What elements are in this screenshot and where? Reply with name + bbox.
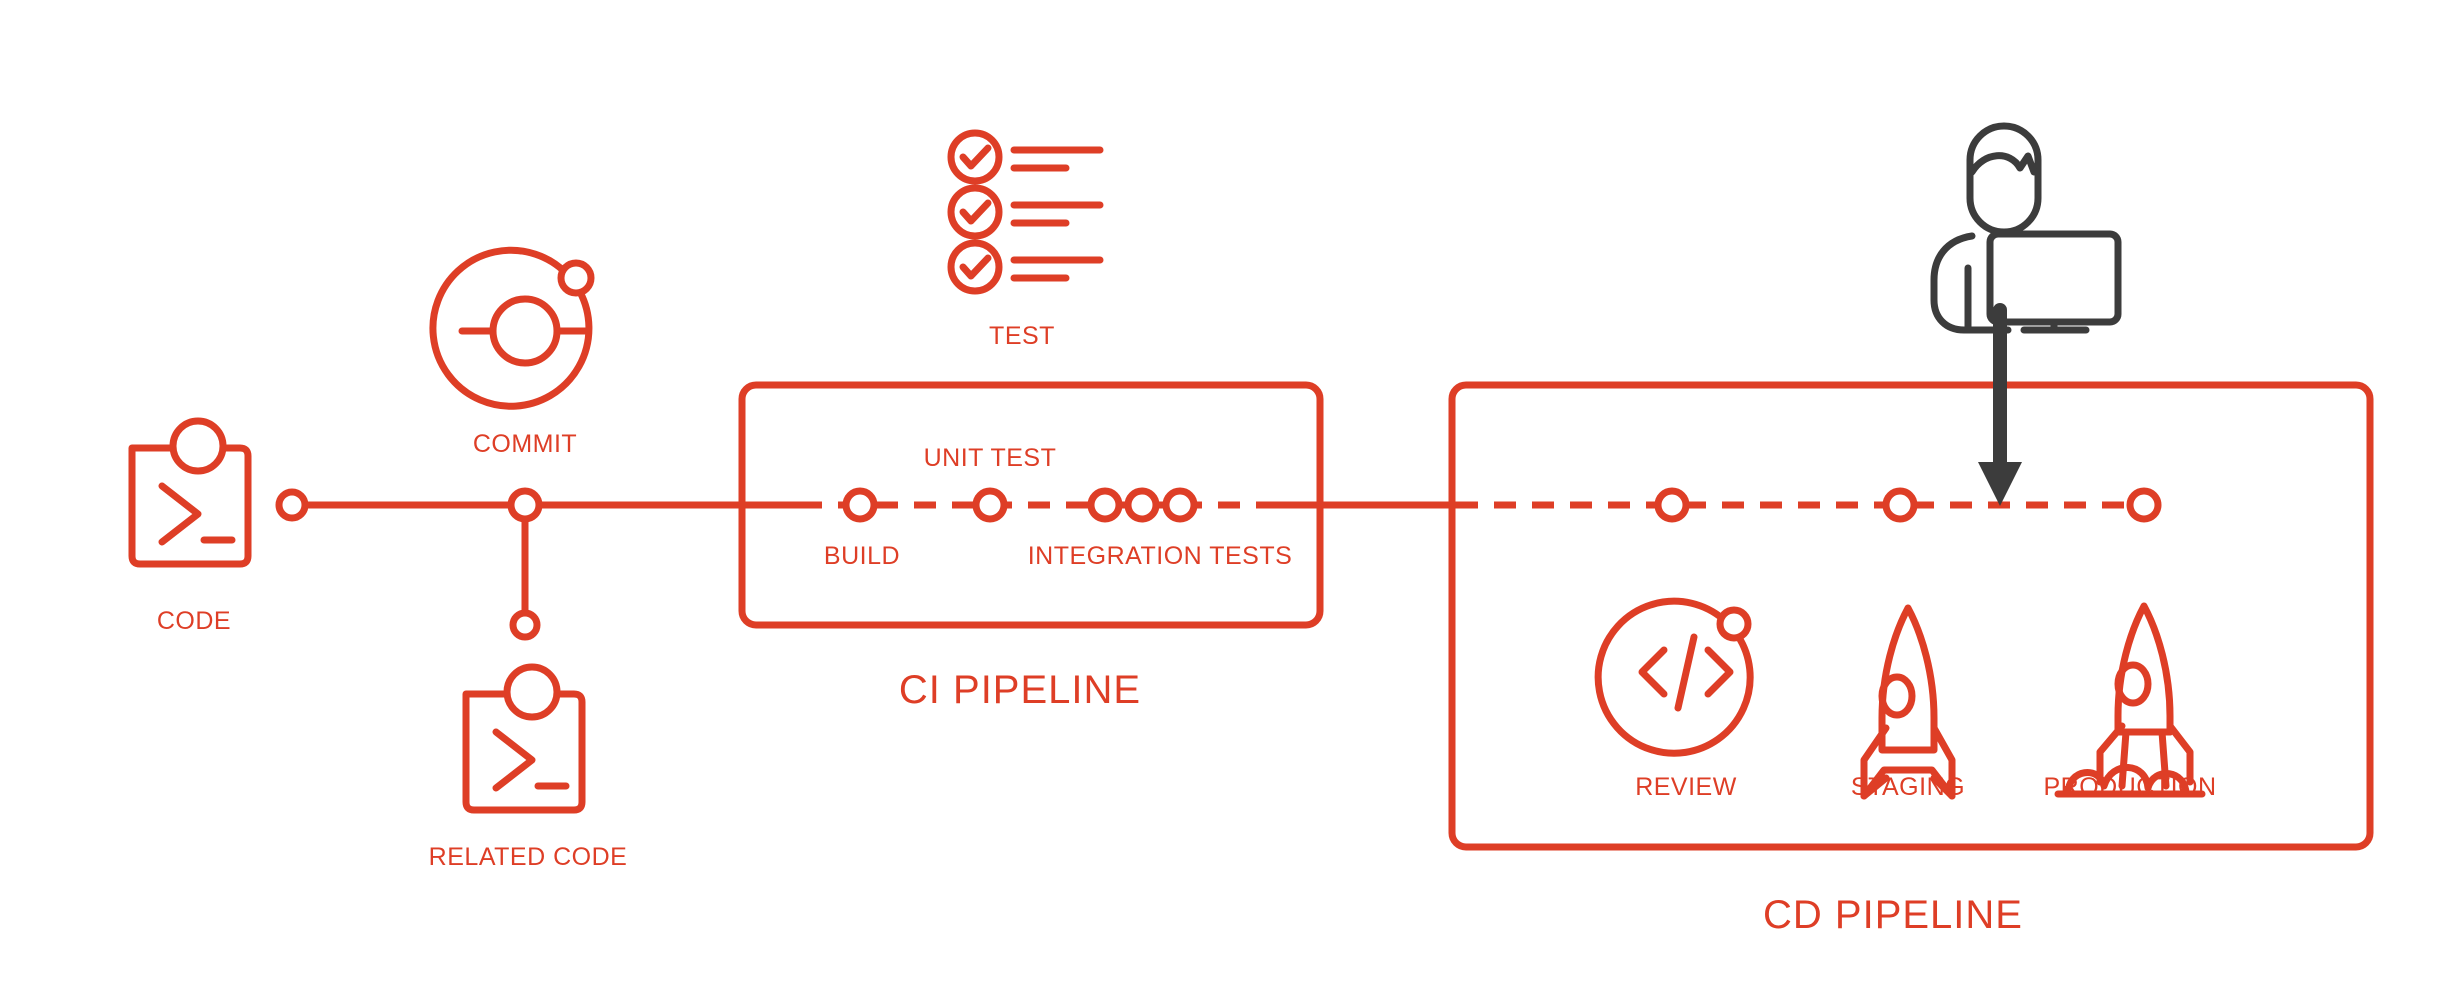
commit-branch-line <box>509 505 541 641</box>
checklist-icon <box>947 129 1104 295</box>
down-arrow-icon <box>1978 303 2022 506</box>
code-review-icon <box>1594 597 1754 757</box>
timeline-node[interactable] <box>275 488 309 522</box>
ci-pipeline-title: CI PIPELINE <box>898 668 1142 712</box>
timeline-node-integration-3[interactable] <box>1162 487 1198 523</box>
terminal-icon <box>132 421 248 564</box>
timeline-node-integration-2[interactable] <box>1124 487 1160 523</box>
production-label: PRODUCTION <box>2043 773 2217 801</box>
timeline-node-production[interactable] <box>2126 487 2162 523</box>
integration-tests-label: INTEGRATION TESTS <box>1027 542 1293 570</box>
cd-pipeline-title: CD PIPELINE <box>1763 893 2023 937</box>
timeline-node-integration-1[interactable] <box>1087 487 1123 523</box>
build-label: BUILD <box>823 542 901 570</box>
commit-orbit-icon <box>429 246 595 410</box>
commit-label: COMMIT <box>472 430 578 458</box>
review-label: REVIEW <box>1635 773 1737 801</box>
rocket-launch-icon <box>2054 602 2206 798</box>
staging-label: STAGING <box>1850 773 1966 801</box>
ci-pipeline-box <box>738 381 1324 629</box>
person-at-monitor-icon <box>1930 122 2122 334</box>
timeline-node-commit[interactable] <box>507 487 543 523</box>
cd-pipeline-box <box>1448 381 2374 851</box>
terminal-icon <box>466 667 582 810</box>
test-label: TEST <box>989 322 1055 350</box>
timeline-node-staging[interactable] <box>1882 487 1918 523</box>
rocket-icon <box>1864 608 1952 796</box>
related-code-label: RELATED CODE <box>428 843 628 871</box>
code-label: CODE <box>156 607 232 635</box>
unit-test-label: UNIT TEST <box>923 444 1057 472</box>
timeline-node-unit-test[interactable] <box>972 487 1008 523</box>
timeline-node-review[interactable] <box>1654 487 1690 523</box>
timeline-node-build[interactable] <box>842 487 878 523</box>
